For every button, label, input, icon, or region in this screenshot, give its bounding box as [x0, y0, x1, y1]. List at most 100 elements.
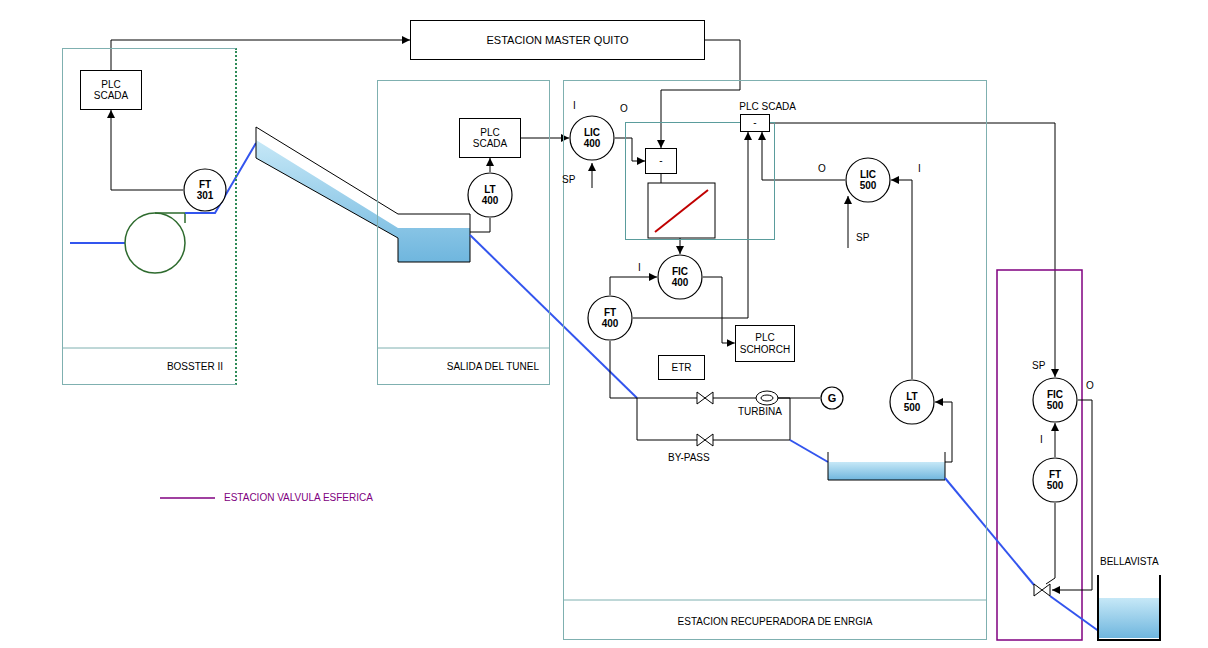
- plc-box: PLC SCHORCH: [735, 325, 796, 362]
- signal-connector: [891, 180, 912, 379]
- turbine-symbol: [756, 391, 778, 405]
- instrument-circle: LT 400: [467, 172, 513, 218]
- node-label: PLC SCADA: [94, 79, 128, 102]
- region-title: ESTACION RECUPERADORA DE ENRGIA: [564, 616, 986, 628]
- subtract-block: -: [740, 114, 770, 132]
- plant-label: BY-PASS: [668, 452, 710, 464]
- signal-label: SP: [856, 232, 869, 244]
- node-label: ETR: [672, 362, 692, 374]
- node-label: FT 301: [197, 179, 214, 202]
- instrument-circle: FT 500: [1032, 457, 1078, 503]
- legend-text: ESTACION VALVULA ESFERICA: [224, 492, 373, 504]
- signal-label: O: [620, 103, 628, 115]
- water-pipe: [185, 143, 256, 213]
- station-region: BOSSTER II PLC SCADA FT 301: [62, 48, 237, 385]
- spherical-valve: [1034, 584, 1050, 596]
- circle-shape: [821, 387, 843, 409]
- reservoir-outline: [1098, 575, 1160, 640]
- node-label: FIC 400: [672, 266, 689, 289]
- signal-label: O: [1086, 380, 1094, 392]
- signal-connector: [703, 277, 735, 343]
- circle-shape: [468, 173, 512, 217]
- plc-box: PLC SCADA: [459, 118, 521, 158]
- station-region: SALIDA DEL TUNEL PLC SCADA LT 400: [377, 80, 550, 385]
- sensor-line: [470, 218, 490, 232]
- instrument-circle: LIC 500: [845, 157, 891, 203]
- circle-shape: [184, 169, 226, 211]
- valve-station-box: [997, 270, 1082, 640]
- node-label: FT 500: [1047, 469, 1064, 492]
- master-station-box: ESTACION MASTER QUITO: [410, 20, 705, 60]
- bypass-pipe: [637, 398, 638, 440]
- signal-connector: [111, 40, 410, 70]
- signal-connector: [521, 138, 569, 139]
- region-title: BOSSTER II: [167, 361, 223, 373]
- instrument-circle: FT 301: [183, 168, 227, 212]
- signal-connector: [770, 123, 1055, 377]
- water-pipe: [945, 478, 1034, 585]
- ramp-block: [648, 183, 715, 238]
- water-pipe: [1050, 596, 1100, 632]
- generator-shaft: [777, 398, 820, 399]
- bypass-pipe: [790, 398, 791, 440]
- node-label: LIC 400: [584, 127, 601, 150]
- circle-shape: [1033, 458, 1077, 502]
- node-label: FIC 500: [1047, 389, 1064, 412]
- setpoint-arrow: [848, 196, 849, 248]
- signal-connector: [1055, 423, 1056, 457]
- circle-shape: [570, 116, 614, 160]
- subtract-block: -: [645, 148, 677, 174]
- water-pipe: [70, 242, 125, 244]
- circle-shape: [1033, 378, 1077, 422]
- tunnel-water: [256, 140, 470, 262]
- tank-water: [828, 462, 945, 480]
- signal-connector: [490, 158, 491, 172]
- signal-connector: [615, 138, 645, 161]
- pump-outlet: [155, 213, 185, 223]
- plant-label: TURBINA: [738, 406, 782, 418]
- instrument-circle: FIC 400: [657, 254, 703, 300]
- signal-label: O: [818, 163, 826, 175]
- signal-label: I: [573, 100, 576, 112]
- node-label: LT 500: [904, 391, 921, 414]
- instrument-circle: LIC 400: [569, 115, 615, 161]
- node-label: G: [828, 392, 837, 405]
- setpoint-arrow: [592, 163, 593, 188]
- region-title: SALIDA DEL TUNEL: [447, 361, 539, 373]
- turbine-symbol: [761, 395, 773, 401]
- plc-region: PLC SCADA--: [625, 122, 775, 240]
- valve-symbol: [697, 434, 713, 446]
- node-label: ESTACION MASTER QUITO: [487, 34, 629, 47]
- node-label: LT 400: [482, 184, 499, 207]
- generator-circle: G: [820, 386, 844, 410]
- sensor-line: [1046, 503, 1055, 584]
- signal-connector: [633, 132, 748, 318]
- node-label: -: [753, 117, 756, 129]
- plant-label: BELLAVISTA: [1100, 556, 1159, 568]
- signal-connector: [111, 110, 183, 190]
- water-pipe: [790, 440, 828, 462]
- circle-shape: [846, 158, 890, 202]
- pump-symbol: [125, 213, 185, 273]
- signal-label: I: [1040, 434, 1043, 446]
- ramp-line: [655, 190, 708, 232]
- sensor-line: [935, 402, 952, 462]
- node-label: LIC 500: [860, 169, 877, 192]
- signal-label: I: [918, 163, 921, 175]
- node-label: FT 400: [602, 307, 619, 330]
- signal-connector: [610, 277, 657, 295]
- signal-label: I: [638, 262, 641, 274]
- instrument-circle: FIC 500: [1032, 377, 1078, 423]
- circle-shape: [588, 296, 632, 340]
- node-label: -: [659, 155, 662, 167]
- plc-box: PLC SCADA: [80, 70, 142, 110]
- tunnel-outline: [256, 127, 470, 262]
- tank-outline: [828, 452, 945, 480]
- water-pipe: [470, 235, 637, 398]
- region-strip: [563, 600, 987, 601]
- instrument-circle: FT 400: [587, 295, 633, 341]
- valve-symbol: [697, 392, 713, 404]
- circle-shape: [658, 255, 702, 299]
